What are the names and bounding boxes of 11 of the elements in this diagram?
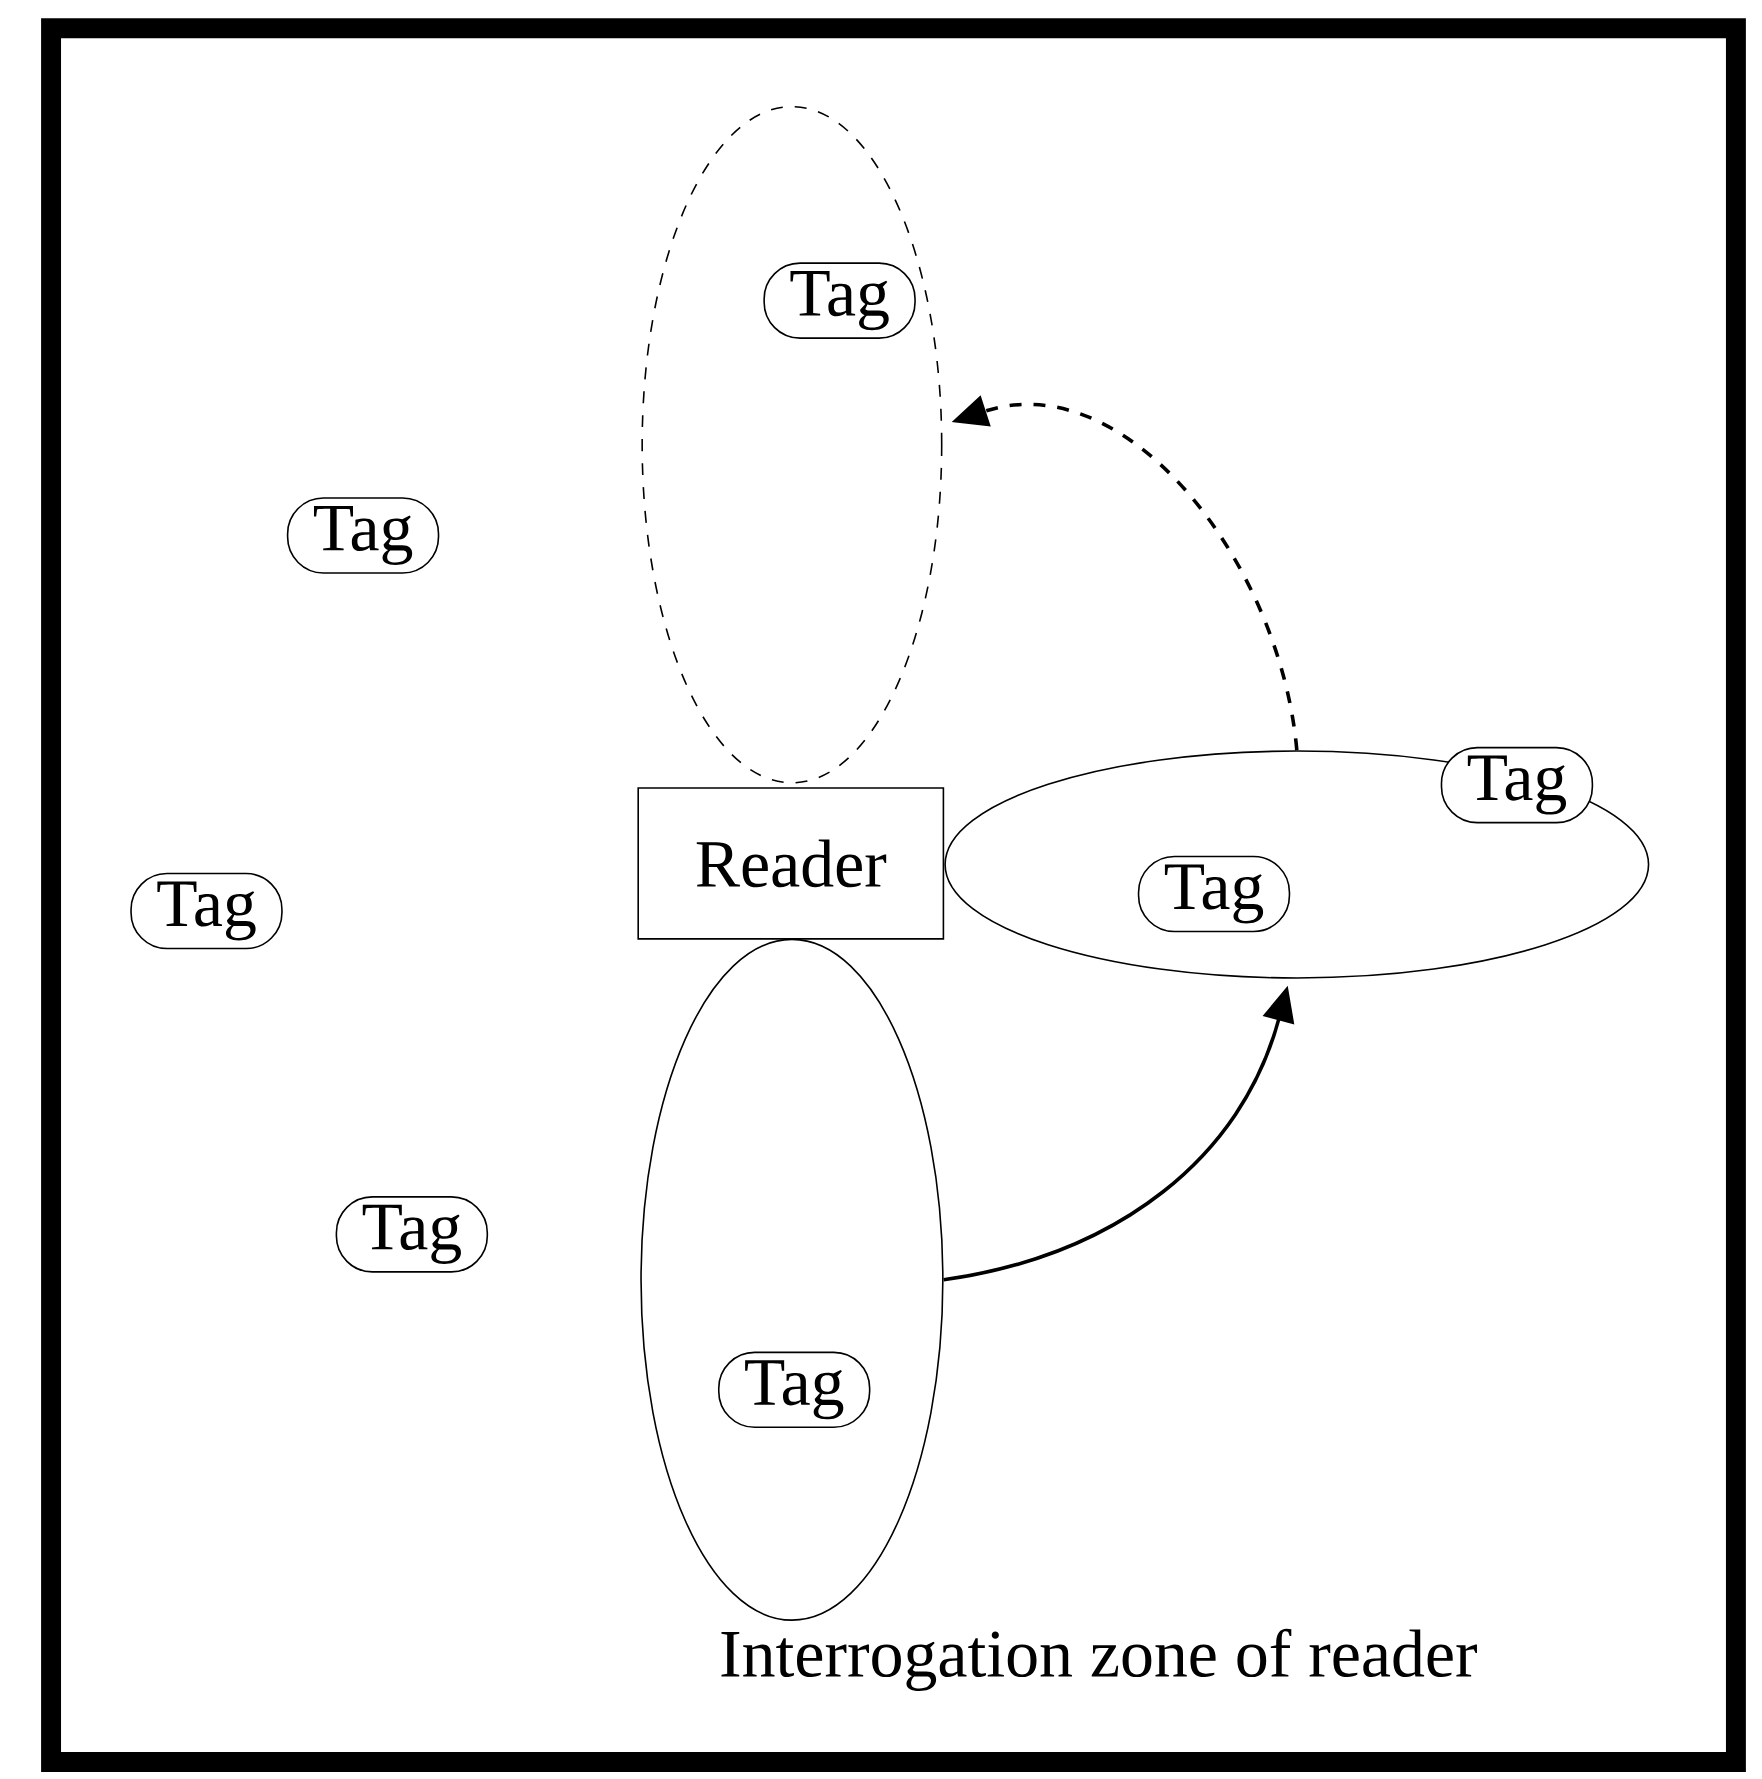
zone-ellipse xyxy=(944,750,1650,979)
reader-box: Reader xyxy=(637,787,945,940)
tag-box: Tag xyxy=(335,1196,489,1273)
zone-ellipse xyxy=(640,938,944,1621)
tag-box: Tag xyxy=(286,497,440,574)
caption-label: Interrogation zone of reader xyxy=(721,1628,1477,1692)
tag-box: Tag xyxy=(763,262,916,339)
tag-box: Tag xyxy=(1137,855,1291,933)
zone-ellipse xyxy=(641,105,943,784)
tag-box: Tag xyxy=(717,1351,871,1429)
tag-box: Tag xyxy=(130,872,283,950)
